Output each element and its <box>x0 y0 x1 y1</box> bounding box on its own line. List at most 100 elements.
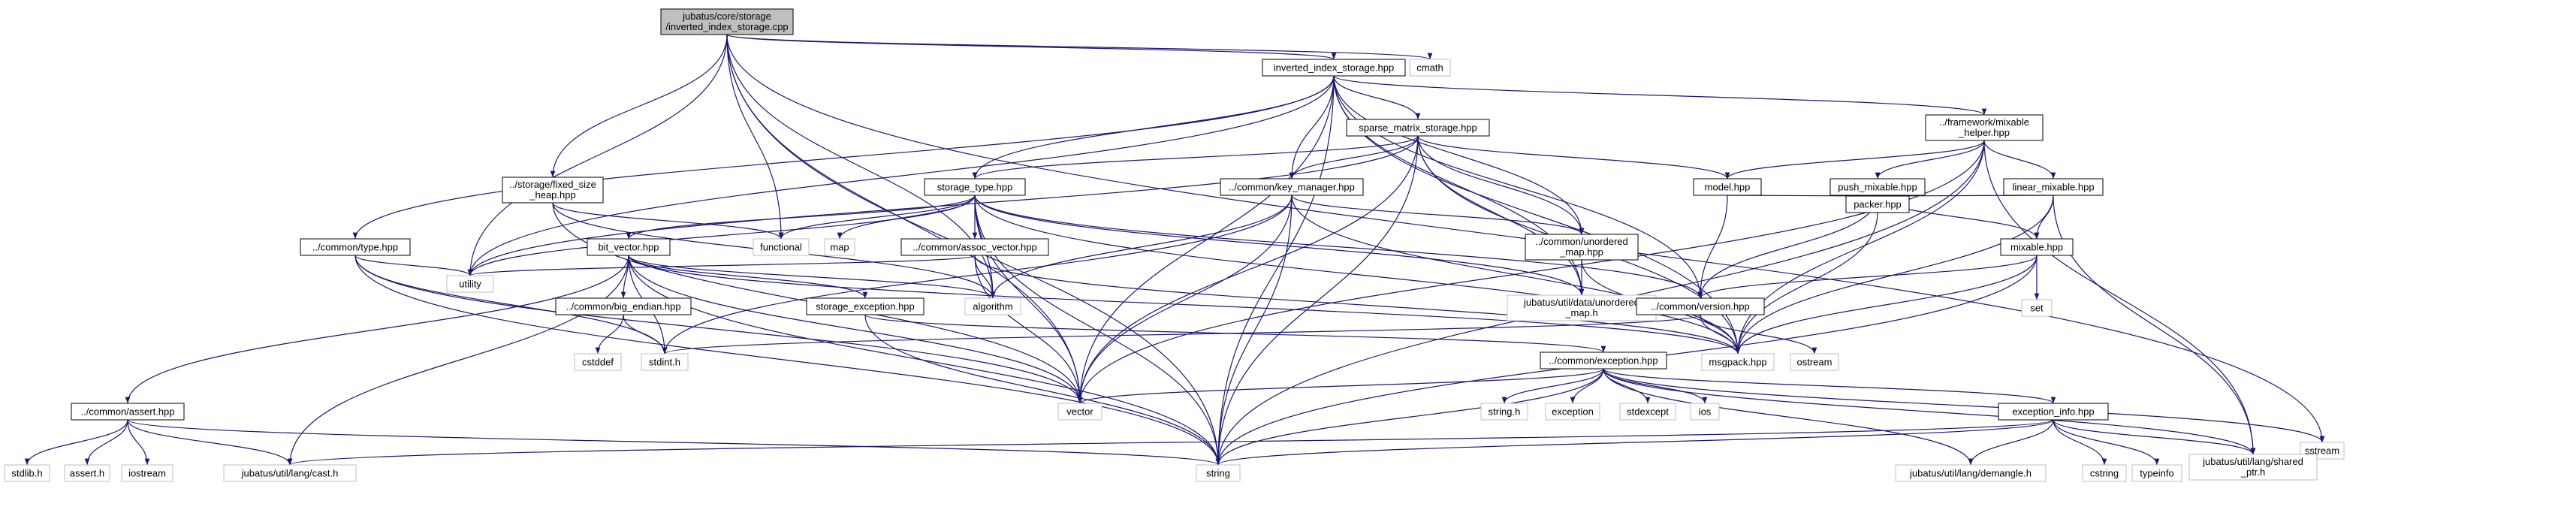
node-linear-mixable[interactable]: linear_mixable.hpp <box>2003 178 2104 196</box>
edge-inv-hpp-to-string <box>1215 75 1335 466</box>
node-storage-type[interactable]: storage_type.hpp <box>924 178 1026 196</box>
edge-bit-vector-to-cast <box>287 255 629 466</box>
node-big-endian[interactable]: ../common/big_endian.hpp <box>555 297 692 315</box>
edge-mixable-to-msgpack <box>1735 255 2038 355</box>
node-sparse[interactable]: sparse_matrix_storage.hpp <box>1346 119 1490 137</box>
node-vector: vector <box>1057 403 1102 421</box>
edge-storage-type-to-functional <box>778 195 976 240</box>
node-storage-exception[interactable]: storage_exception.hpp <box>806 297 925 315</box>
edge-mixable-helper-to-model <box>1724 140 1985 180</box>
node-label: stdlib.h <box>11 468 42 479</box>
node-string: string <box>1196 464 1241 482</box>
node-label: assert.h <box>70 468 104 479</box>
edge-root-to-cmath <box>726 34 1432 60</box>
edge-key-manager-to-stdint <box>662 195 1293 355</box>
edge-key-manager-to-algorithm <box>990 195 1293 299</box>
edge-root-to-utility <box>467 34 728 276</box>
edge-exception-hpp-to-demangle <box>1603 368 1974 466</box>
edge-bit-vector-to-algorithm <box>628 255 996 299</box>
node-model[interactable]: model.hpp <box>1693 178 1762 196</box>
edge-mixable-helper-to-push-mixable <box>1875 140 1985 180</box>
edge-storage-type-to-msgpack <box>974 195 1741 355</box>
node-box <box>1925 114 2044 141</box>
node-label: stdint.h <box>649 357 680 368</box>
node-common-type[interactable]: ../common/type.hpp <box>300 238 411 256</box>
edge-model-to-version <box>1697 195 1728 299</box>
node-typeinfo: typeinfo <box>2131 464 2182 482</box>
node-label: set <box>2030 303 2044 314</box>
edge-fixed-heap-to-functional <box>552 202 784 240</box>
node-label: functional <box>760 242 802 253</box>
edge-exception-hpp-to-shared-ptr <box>1603 368 2256 455</box>
edge-sparse-to-model <box>1417 135 1730 180</box>
edge-mixable-helper-to-shared-ptr <box>1983 140 2256 455</box>
edge-key-manager-to-vector <box>1077 195 1293 404</box>
node-label: ../common/big_endian.hpp <box>566 301 680 312</box>
node-unordered-map-hpp[interactable]: ../common/unordered_map.hpp <box>1525 234 1639 261</box>
edge-common-type-to-vector <box>354 255 1083 404</box>
node-box <box>1895 464 2047 482</box>
edge-exception-info-to-shared-ptr <box>2053 419 2256 455</box>
node-box <box>574 353 622 371</box>
node-label: map <box>830 242 849 253</box>
node-shared-ptr: jubatus/util/lang/shared_ptr.h <box>2188 454 2318 481</box>
node-label: msgpack.hpp <box>1709 357 1766 368</box>
node-fixed-heap[interactable]: ../storage/fixed_size_heap.hpp <box>502 177 604 204</box>
node-key-manager[interactable]: ../common/key_manager.hpp <box>1220 178 1364 196</box>
node-version[interactable]: ../common/version.hpp <box>1636 297 1765 315</box>
edge-sparse-to-key-manager <box>1289 135 1419 180</box>
node-exception-info[interactable]: exception_info.hpp <box>1998 403 2109 421</box>
node-push-mixable[interactable]: push_mixable.hpp <box>1829 178 1926 196</box>
node-box <box>1220 178 1364 196</box>
node-label: sparse_matrix_storage.hpp <box>1359 122 1477 134</box>
node-box <box>300 238 411 256</box>
node-box <box>1346 119 1490 137</box>
node-label: push_mixable.hpp <box>1838 182 1917 193</box>
node-bit-vector[interactable]: bit_vector.hpp <box>587 238 671 256</box>
node-inv-hpp[interactable]: inverted_index_storage.hpp <box>1262 59 1406 77</box>
node-packer[interactable]: packer.hpp <box>1845 195 1910 213</box>
edge-big-endian-to-cstddef <box>595 314 624 355</box>
edge-exception-hpp-to-exception <box>1570 368 1604 404</box>
node-label: linear_mixable.hpp <box>2012 182 2094 193</box>
edge-root-to-fixed-heap <box>550 34 728 178</box>
node-box <box>924 178 1026 196</box>
edge-storage-exception-to-string <box>864 314 1221 466</box>
edge-inv-hpp-to-unordered-map-hpp <box>1333 75 1585 235</box>
edge-sparse-to-string <box>1215 135 1419 466</box>
node-box <box>1196 464 1241 482</box>
edge-version-to-stdint <box>662 314 1701 355</box>
node-label: exception_info.hpp <box>2012 406 2094 418</box>
node-box <box>1845 195 1910 213</box>
node-label: cstddef <box>582 357 614 368</box>
node-assoc-vector[interactable]: ../common/assoc_vector.hpp <box>900 238 1049 256</box>
node-box <box>2131 464 2182 482</box>
node-label: packer.hpp <box>1854 199 1902 210</box>
edge-exception-info-to-string <box>1215 419 2054 466</box>
node-mixable[interactable]: mixable.hpp <box>2000 238 2074 256</box>
edge-exception-hpp-to-string-h <box>1501 368 1604 404</box>
edge-storage-exception-to-exception-hpp <box>864 314 1606 353</box>
edge-assert-hpp-to-stdlib <box>24 419 128 466</box>
node-root[interactable]: jubatus/core/storage/inverted_index_stor… <box>660 8 794 35</box>
edge-inv-hpp-to-common-type <box>352 75 1335 240</box>
node-stdint: stdint.h <box>641 353 689 371</box>
node-ostream: ostream <box>1790 353 1839 371</box>
node-box <box>2188 454 2318 481</box>
node-mixable-helper[interactable]: ../framework/mixable_helper.hpp <box>1925 114 2044 141</box>
node-box <box>1690 403 1720 421</box>
node-exception-hpp[interactable]: ../common/exception.hpp <box>1540 351 1667 370</box>
node-assert-h: assert.h <box>64 464 110 482</box>
edge-exception-info-to-cast <box>288 419 2054 466</box>
node-box <box>660 8 794 35</box>
node-box <box>1701 353 1775 371</box>
node-label: ../common/exception.hpp <box>1549 355 1658 367</box>
node-label: ios <box>1699 406 1712 418</box>
node-label: iostream <box>128 468 166 479</box>
node-label: utility <box>459 279 481 290</box>
node-assert-hpp[interactable]: ../common/assert.hpp <box>71 403 185 421</box>
node-label: string <box>1206 468 1230 479</box>
node-cast: jubatus/util/lang/cast.h <box>223 464 357 482</box>
node-label: storage_exception.hpp <box>816 301 915 312</box>
